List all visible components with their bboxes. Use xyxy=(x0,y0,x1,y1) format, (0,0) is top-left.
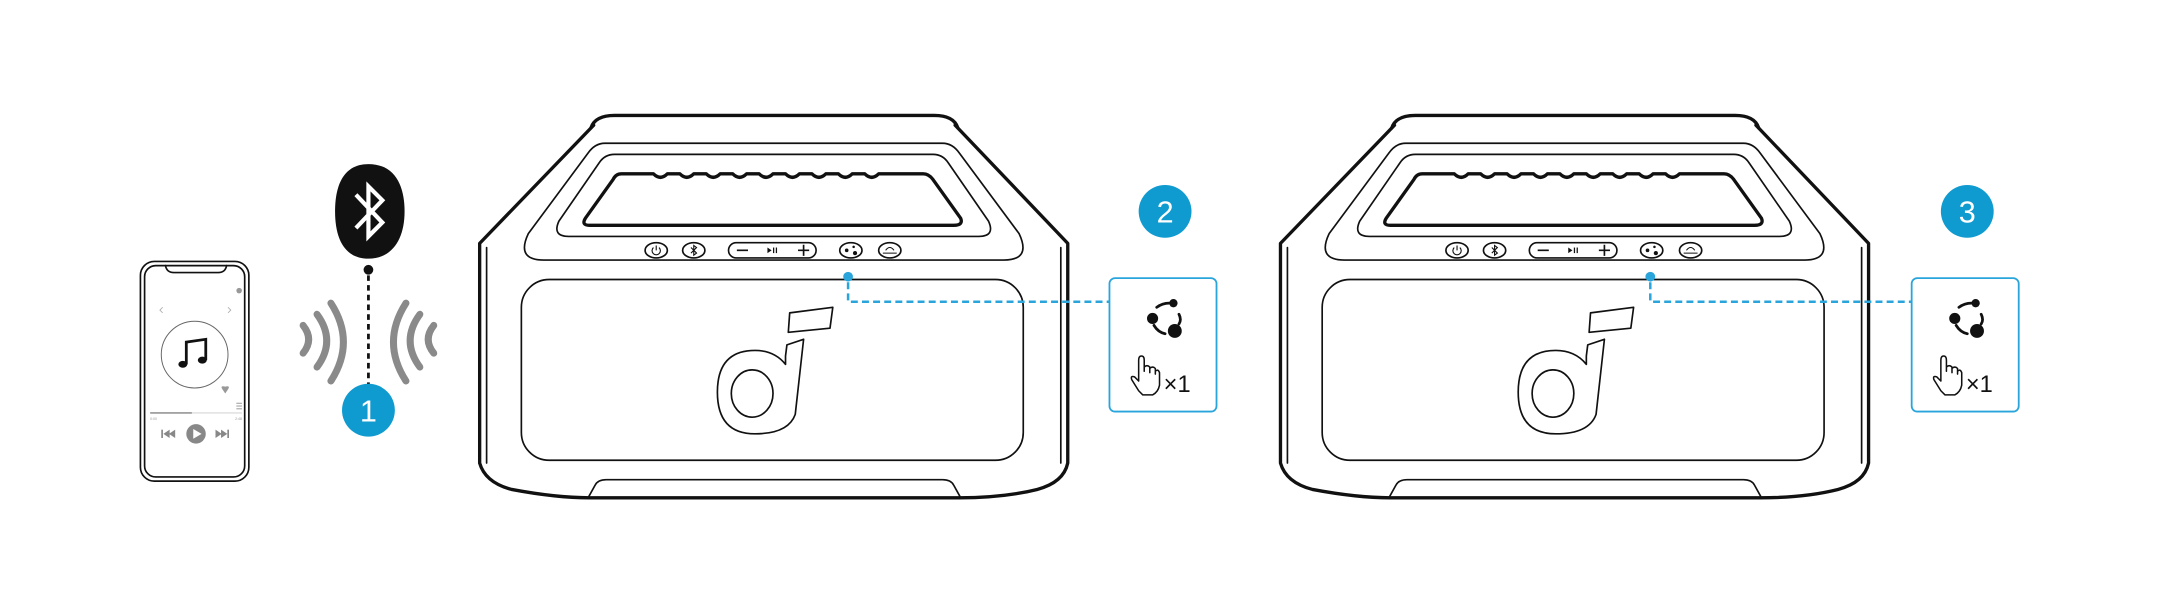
speaker-body xyxy=(1278,123,1871,500)
button-pointer-dot xyxy=(843,271,853,282)
step-2-callout: 2 ×1 xyxy=(843,184,1218,413)
press-count: ×1 xyxy=(1966,372,1993,398)
phone-body xyxy=(139,260,250,482)
bass-icon xyxy=(882,247,897,254)
play-pause-icon[interactable] xyxy=(1568,247,1578,254)
bluetooth-icon xyxy=(690,244,698,257)
album-circle xyxy=(160,320,229,389)
phone-notch xyxy=(164,264,228,274)
music-note-icon xyxy=(178,337,208,368)
bluetooth-button[interactable] xyxy=(1482,241,1507,259)
top-panel xyxy=(523,142,1024,261)
front-grille xyxy=(1321,278,1825,462)
press-count: ×1 xyxy=(1164,372,1191,398)
heart-icon xyxy=(221,386,229,394)
speaker-handle xyxy=(1390,113,1761,130)
phone-screen xyxy=(143,264,246,478)
playlist-icon xyxy=(236,402,242,410)
bass-icon xyxy=(1683,247,1698,254)
handle-grip xyxy=(1383,172,1764,227)
connector-dot xyxy=(363,264,374,275)
brand-logo xyxy=(716,306,834,435)
button-pointer-dot xyxy=(1645,271,1656,282)
power-icon xyxy=(651,245,661,256)
wave-left-icon xyxy=(299,299,347,385)
hand-press-icon xyxy=(1130,355,1161,396)
partyplay-link-icon xyxy=(1147,298,1182,338)
time-elapsed: 0:00 xyxy=(150,417,157,421)
speaker xyxy=(1278,113,1871,500)
brand-logo xyxy=(1517,306,1635,435)
step-number: 3 xyxy=(1959,196,1976,230)
bluetooth-button[interactable] xyxy=(681,241,706,259)
bass-button[interactable] xyxy=(1678,241,1703,259)
handle-frame xyxy=(1356,153,1793,238)
instruction-box: ×1 xyxy=(1910,277,2020,413)
power-button[interactable] xyxy=(1445,241,1469,259)
step-badge-1: 1 xyxy=(342,383,395,437)
control-buttons xyxy=(1445,241,1703,259)
step-3-callout: 3 ×1 xyxy=(1645,184,2020,413)
gear-icon xyxy=(236,287,242,294)
play-icon xyxy=(193,428,202,439)
power-icon xyxy=(1452,245,1462,256)
step-number: 1 xyxy=(360,394,377,428)
speaker xyxy=(477,113,1070,500)
partyplay-link-icon xyxy=(1949,298,1984,338)
top-panel xyxy=(1324,142,1825,261)
time-total: 2:48 xyxy=(235,417,242,421)
handle-frame xyxy=(556,153,992,238)
step-badge-3: 3 xyxy=(1940,184,1994,238)
play-pause-icon[interactable] xyxy=(767,247,778,254)
volume-up-icon[interactable] xyxy=(798,244,810,256)
next-track-icon[interactable] xyxy=(215,429,229,439)
speaker-body xyxy=(477,123,1070,500)
step-badge-2: 2 xyxy=(1138,184,1192,238)
partyplay-icon xyxy=(1645,245,1658,256)
bluetooth-icon xyxy=(1491,244,1499,257)
partyplay-icon xyxy=(844,245,858,256)
step-number: 2 xyxy=(1157,196,1174,230)
wave-right-icon xyxy=(389,299,438,385)
speaker-foot xyxy=(1388,478,1763,499)
partyplay-button[interactable] xyxy=(838,241,863,259)
front-grille xyxy=(520,278,1025,462)
callout-line xyxy=(846,282,1110,304)
prev-arrow-icon xyxy=(159,307,163,314)
bass-button[interactable] xyxy=(877,241,902,259)
volume-play-button[interactable] xyxy=(1528,241,1618,259)
handle-grip xyxy=(582,172,963,227)
speaker-foot xyxy=(587,478,962,499)
callout-line xyxy=(1649,282,1912,304)
instruction-box: ×1 xyxy=(1108,277,1218,413)
control-buttons xyxy=(644,241,902,259)
volume-play-button[interactable] xyxy=(727,241,817,259)
power-button[interactable] xyxy=(644,241,669,259)
smartphone: 0:00 2:48 xyxy=(139,260,250,482)
bluetooth-icon xyxy=(354,181,386,242)
play-button[interactable] xyxy=(186,424,206,444)
speaker-handle xyxy=(589,113,960,130)
partyplay-button[interactable] xyxy=(1639,241,1664,259)
hand-press-icon xyxy=(1932,355,1963,396)
previous-track-icon[interactable] xyxy=(161,429,176,439)
volume-up-icon[interactable] xyxy=(1598,244,1610,256)
next-arrow-icon xyxy=(227,307,232,314)
bluetooth-badge xyxy=(335,164,405,259)
